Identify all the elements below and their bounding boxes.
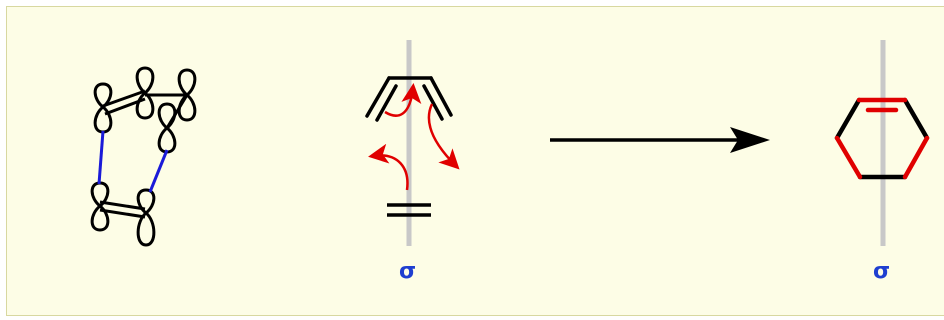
orbital-overlap-lines [97, 130, 169, 193]
electron-pushing-arrows [368, 83, 460, 191]
p-orbital-c5 [90, 181, 110, 232]
mirror-plane-label-left: σ [399, 259, 417, 284]
right-arrow-icon [550, 127, 770, 153]
p-orbital-c6 [136, 188, 156, 247]
p-orbital-c2 [135, 66, 155, 120]
dienophile-framework [99, 200, 146, 219]
p-orbital-c4 [157, 102, 177, 154]
orbital-overlap-diagram [90, 66, 197, 247]
diene-structure [365, 76, 453, 122]
mirror-plane-label-right: σ [873, 259, 891, 284]
p-orbital-c3 [177, 68, 197, 122]
dienophile-structure [387, 203, 431, 217]
reactants-diagram [365, 40, 460, 246]
cyclohexene-structure [834, 97, 930, 180]
p-orbital-c1 [93, 82, 113, 134]
product-diagram [834, 40, 930, 246]
